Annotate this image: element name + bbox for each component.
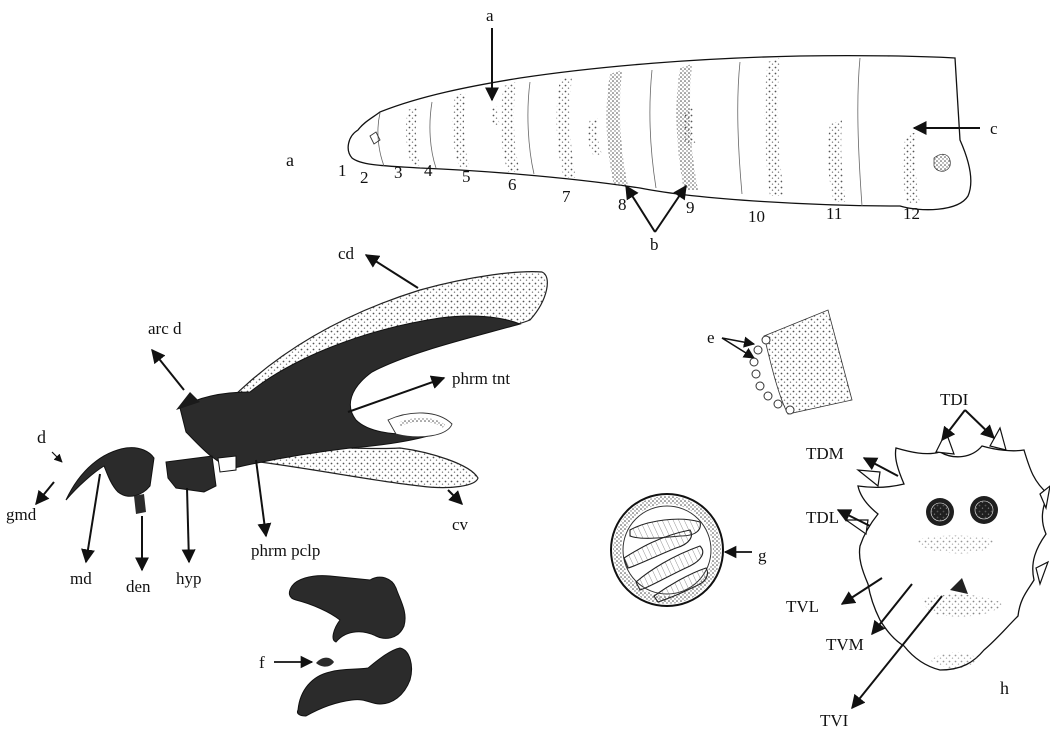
- caudal-segment-outline: [858, 446, 1048, 670]
- arrow-cv: [448, 490, 462, 504]
- larva-posterior-spiracle: [934, 154, 950, 171]
- mouthhook-lower: [297, 648, 411, 716]
- tubercle-label-tvi: TVI: [820, 711, 849, 730]
- arrow-md: [86, 474, 100, 562]
- larva-segment-11: 11: [826, 204, 842, 223]
- larva-body-outline: [348, 56, 971, 210]
- larva-segment-1: 1: [338, 161, 347, 180]
- hypostomal-sclerite: [166, 456, 216, 492]
- arrow-phrm-tnt: [348, 378, 444, 412]
- larva-segment-4: 4: [424, 161, 433, 180]
- panel-label-f: f: [259, 653, 265, 672]
- larva-segment-5: 5: [462, 167, 471, 186]
- arrow-cd: [366, 255, 418, 288]
- arrow-tdi-right: [965, 410, 994, 438]
- label-hyp: hyp: [176, 569, 202, 588]
- tubercle-label-tdm: TDM: [806, 444, 844, 463]
- arrow-tdi-left: [942, 410, 965, 440]
- label-den: den: [126, 577, 151, 596]
- larva-segment-3: 3: [394, 163, 403, 182]
- mouthhook-upper: [289, 576, 405, 642]
- larva-pointer-label-c: c: [990, 119, 998, 138]
- caudal-segment-panel: TDI TDM TDL TVL TVM TVI h: [786, 390, 1050, 730]
- parastomal-bar: [218, 456, 236, 472]
- anterior-spiracle-panel: e: [707, 310, 852, 414]
- larva-segment-9: 9: [686, 198, 695, 217]
- larva-segment-2: 2: [360, 168, 369, 187]
- mouthhook: [66, 448, 154, 500]
- arrow-gmd: [36, 482, 54, 504]
- dental-sclerite: [134, 494, 146, 514]
- anterior-spiracle-body: [764, 310, 852, 414]
- posterior-spiracle-panel: g: [611, 494, 767, 606]
- arrow-hyp: [187, 488, 189, 562]
- panel-label-e: e: [707, 328, 715, 347]
- label-phrm-pclp: phrm pclp: [251, 541, 320, 560]
- larva-segment-12: 12: [903, 204, 920, 223]
- arrow-arc-d: [152, 350, 184, 390]
- label-cd: cd: [338, 244, 355, 263]
- larva-pointer-arrow-b-left: [626, 186, 655, 232]
- larva-pointer-label-b: b: [650, 235, 659, 254]
- arrow-phrm-pclp: [256, 460, 266, 536]
- tubercle-label-tvl: TVL: [786, 597, 819, 616]
- larva-pointer-label-a: a: [486, 6, 494, 25]
- larva-segment-8: 8: [618, 195, 627, 214]
- label-gmd: gmd: [6, 505, 37, 524]
- arrow-panel-d: [52, 452, 62, 462]
- panel-label-h: h: [1000, 678, 1009, 698]
- larva-segment-10: 10: [748, 207, 765, 226]
- larva-segment-7: 7: [562, 187, 571, 206]
- tubercle-label-tdi: TDI: [940, 390, 969, 409]
- label-arc-d: arc d: [148, 319, 182, 338]
- panel-label-g: g: [758, 546, 767, 565]
- tubercle-label-tdl: TDL: [806, 508, 839, 527]
- label-phrm-tnt: phrm tnt: [452, 369, 510, 388]
- panel-label-d: d: [37, 427, 46, 447]
- panel-label-a: a: [286, 150, 294, 170]
- larva-segment-6: 6: [508, 175, 517, 194]
- cephalopharyngeal-skeleton: cd arc d phrm tnt d gmd md den hyp phrm …: [6, 244, 547, 596]
- label-cv: cv: [452, 515, 469, 534]
- labial-sclerite: [316, 658, 334, 667]
- label-md: md: [70, 569, 92, 588]
- tubercle-label-tvm: TVM: [826, 635, 864, 654]
- larva-drawing: 1 2 3 4 5 6 7 8 9 10 11 12 a a c b: [286, 6, 998, 254]
- mouthhook-pair-panel: f: [259, 576, 412, 716]
